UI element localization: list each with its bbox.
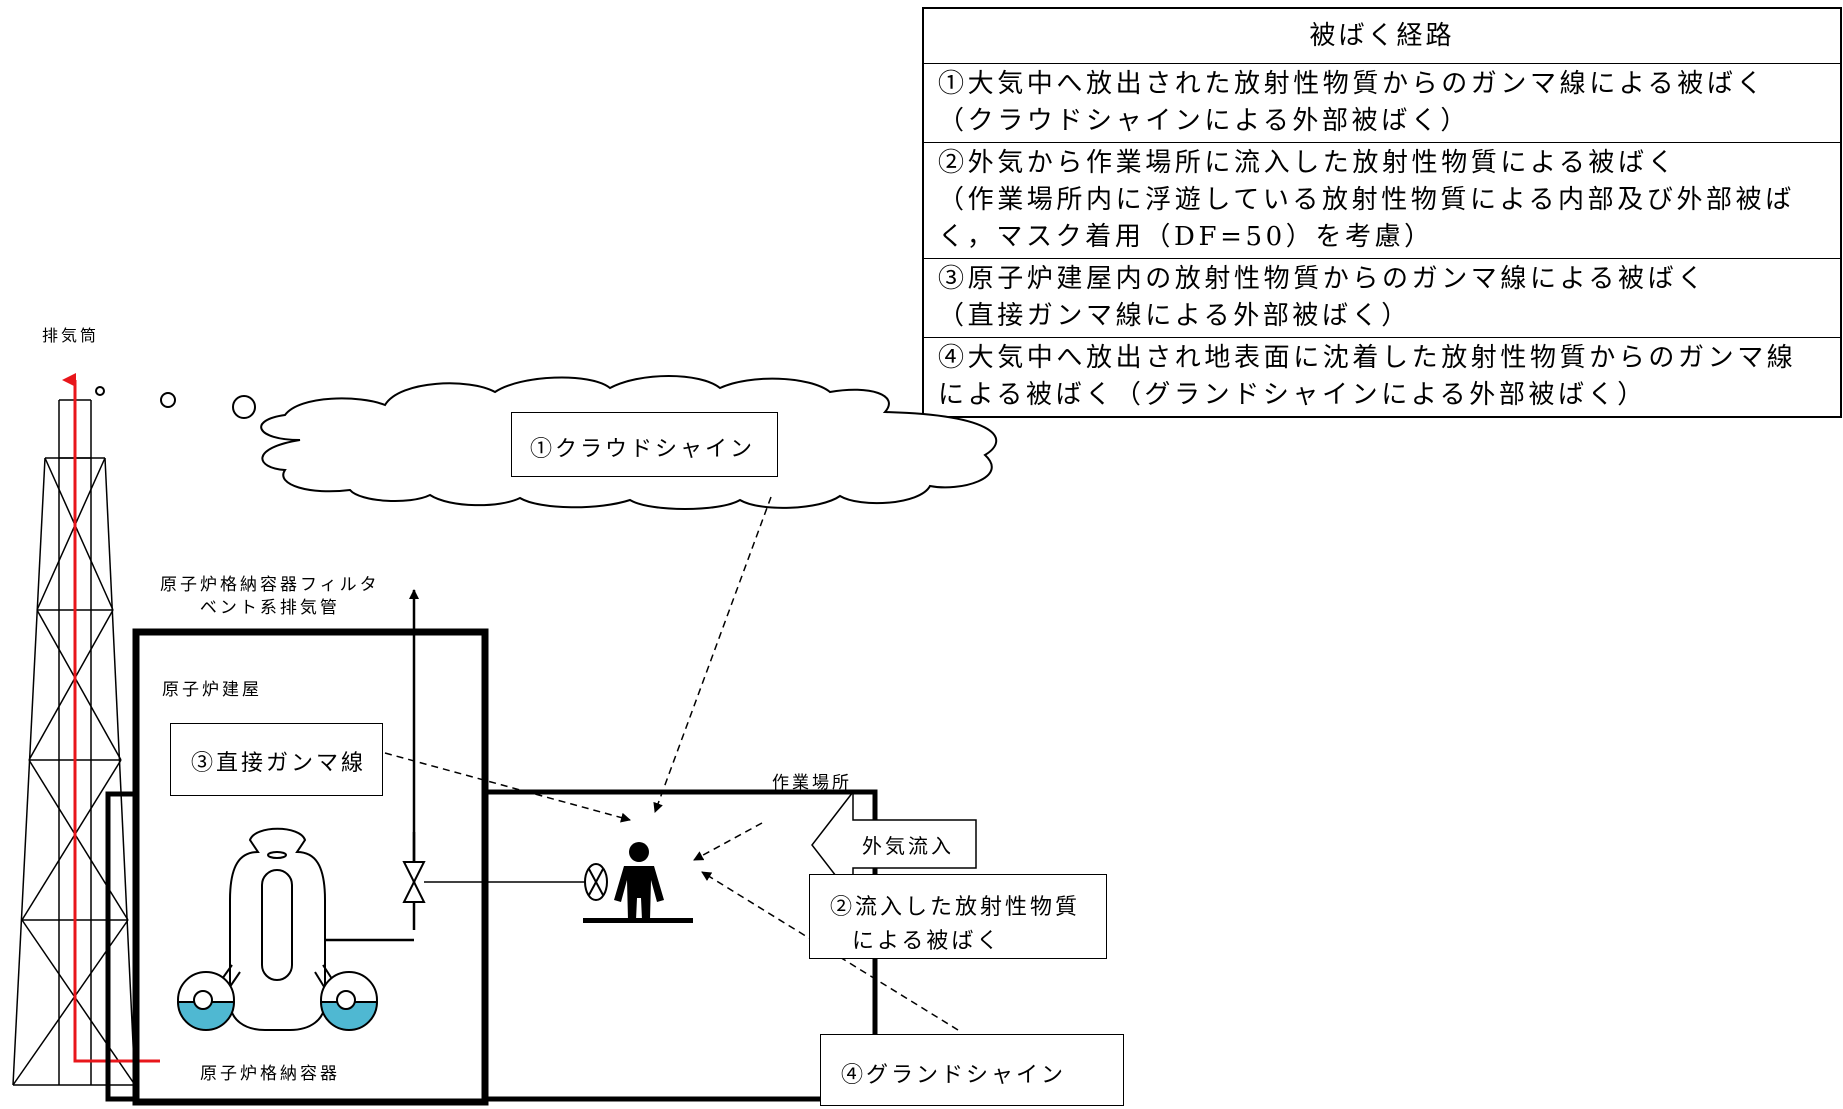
row-line: による被ばく（グランドシャインによる外部被ばく） [938,380,1647,410]
ground-shine-box: ④グランドシャイン [820,1034,1124,1106]
suppression-pool-right [319,971,379,1031]
row-line: ④大気中へ放出され地表面に沈着した放射性物質からのガンマ線 [938,343,1797,373]
outside-air-inflow-arrow [811,789,977,901]
vent-pipe-label-line2: ベント系排気管 [199,598,340,618]
reactor-building-label: 原子炉建屋 [162,680,262,700]
direct-gamma-box: ③直接ガンマ線 [170,723,383,796]
row-line: く，マスク着用（DF=50）を考慮） [938,222,1434,252]
pathway-row-cloud-shine: ①大気中へ放出された放射性物質からのガンマ線による被ばく （クラウドシャインによ… [924,64,1840,143]
puff-medium [160,392,176,408]
pathway-row-direct-gamma: ③原子炉建屋内の放射性物質からのガンマ線による被ばく （直接ガンマ線による外部被… [924,259,1840,338]
suppression-pool-left [176,971,236,1031]
work-area-label: 作業場所 [772,773,852,793]
row-line: （作業場所内に浮遊している放射性物質による内部及び外部被ば [938,185,1795,215]
puff-large [232,395,256,419]
vent-pipe-label: 原子炉格納容器フィルタ ベント系排気管 [160,574,380,620]
exhaust-stack [12,399,136,1086]
exhaust-flow-arrow [62,373,160,1063]
row-line: ②外気から作業場所に流入した放射性物質による被ばく [938,148,1678,178]
pathway-row-ground-shine: ④大気中へ放出され地表面に沈着した放射性物質からのガンマ線 による被ばく（グラン… [924,338,1840,416]
cloud-shine-label: ①クラウドシャイン [530,437,756,462]
direct-gamma-arrow [384,752,631,823]
table-header: 被ばく経路 [924,9,1840,64]
row-line: （クラウドシャインによる外部被ばく） [938,106,1471,136]
pathway-row-inflow: ②外気から作業場所に流入した放射性物質による被ばく （作業場所内に浮遊している放… [924,143,1840,259]
row-line: ③原子炉建屋内の放射性物質からのガンマ線による被ばく [938,264,1707,294]
row-line: （直接ガンマ線による外部被ばく） [938,301,1411,331]
valve-icon [402,861,426,903]
inflow-label-line2: による被ばく [852,929,1002,954]
cloud-shine-box: ①クラウドシャイン [511,412,778,477]
direct-gamma-label: ③直接ガンマ線 [191,751,367,776]
exhaust-stack-label: 排気筒 [42,326,100,345]
containment-vessel-label: 原子炉格納容器 [200,1064,340,1084]
cloud-shine-arrow [653,496,772,813]
ground-shine-label: ④グランドシャイン [841,1063,1067,1088]
inflow-arrow [693,822,763,861]
reactor-building-outline [132,628,489,1106]
puff-small [95,386,105,396]
vent-pipe-label-line1: 原子炉格納容器フィルタ [160,575,380,595]
inflow-exposure-box: ②流入した放射性物質 による被ばく [809,874,1107,959]
outside-air-inflow-label: 外気流入 [862,834,954,858]
inflow-label-line1: ②流入した放射性物質 [830,895,1081,920]
row-line: ①大気中へ放出された放射性物質からのガンマ線による被ばく [938,69,1767,99]
worker-icon [583,842,693,923]
containment-outline [105,791,136,1102]
ventilation-unit-icon [584,863,608,901]
exposure-pathway-table: 被ばく経路 ①大気中へ放出された放射性物質からのガンマ線による被ばく （クラウド… [922,7,1842,418]
